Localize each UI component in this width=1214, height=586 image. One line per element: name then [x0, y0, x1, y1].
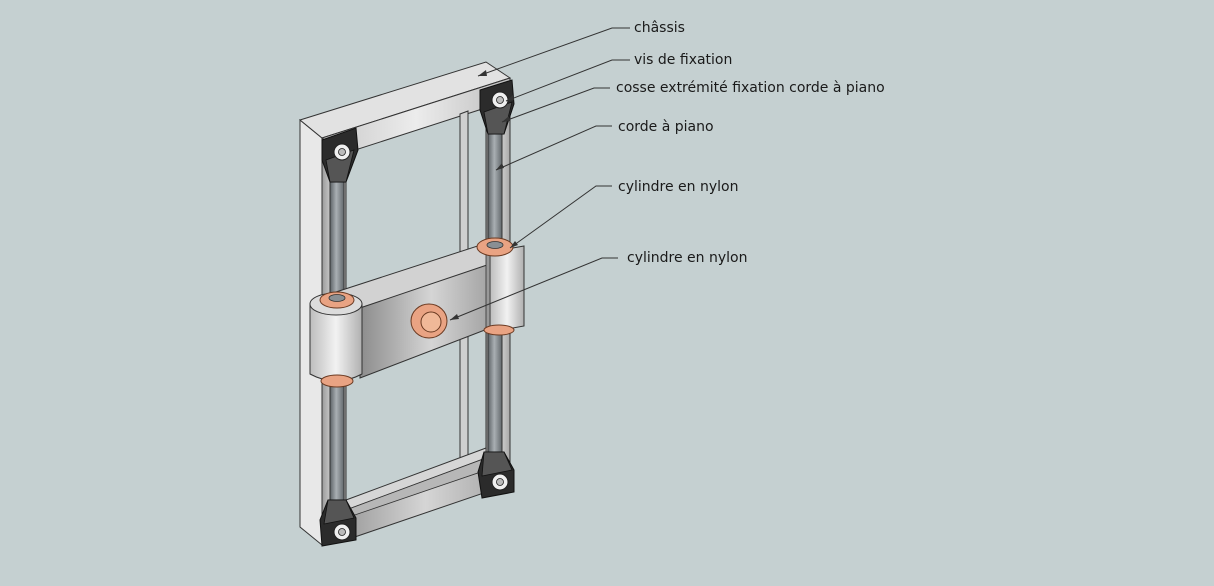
label-piano-wire: corde à piano — [618, 119, 714, 135]
lug-bottom-right — [477, 451, 515, 499]
carriage-right-block — [489, 245, 525, 333]
leader-wire — [495, 125, 612, 171]
leader-lines — [449, 27, 630, 321]
label-nylon-cylinder-1: cylindre en nylon — [618, 179, 739, 195]
wire-right-upper — [487, 129, 503, 243]
label-nylon-cylinder-2: cylindre en nylon — [627, 250, 748, 266]
nylon-bushing-right-bottom — [483, 324, 515, 336]
lug-top-left — [321, 127, 359, 183]
wire-right-lower — [487, 329, 503, 453]
leader-chassis — [477, 27, 630, 77]
label-lug: cosse extrémité fixation corde à piano — [616, 80, 885, 96]
leader-lug — [501, 87, 610, 123]
wire-left-lower — [329, 383, 345, 505]
label-screw: vis de fixation — [634, 52, 733, 68]
leader-screw — [505, 59, 630, 102]
leader-nylon-2 — [449, 257, 618, 321]
wire-left-upper — [329, 177, 345, 297]
label-chassis: châssis — [634, 20, 685, 36]
piano-wires — [329, 129, 503, 505]
carriage-left-block — [309, 303, 363, 382]
carriage — [309, 237, 525, 388]
leader-arrowheads — [450, 70, 518, 320]
leader-nylon-1 — [509, 185, 612, 249]
nylon-bushing-left-bottom — [320, 374, 354, 388]
lug-bottom-left — [319, 499, 357, 547]
